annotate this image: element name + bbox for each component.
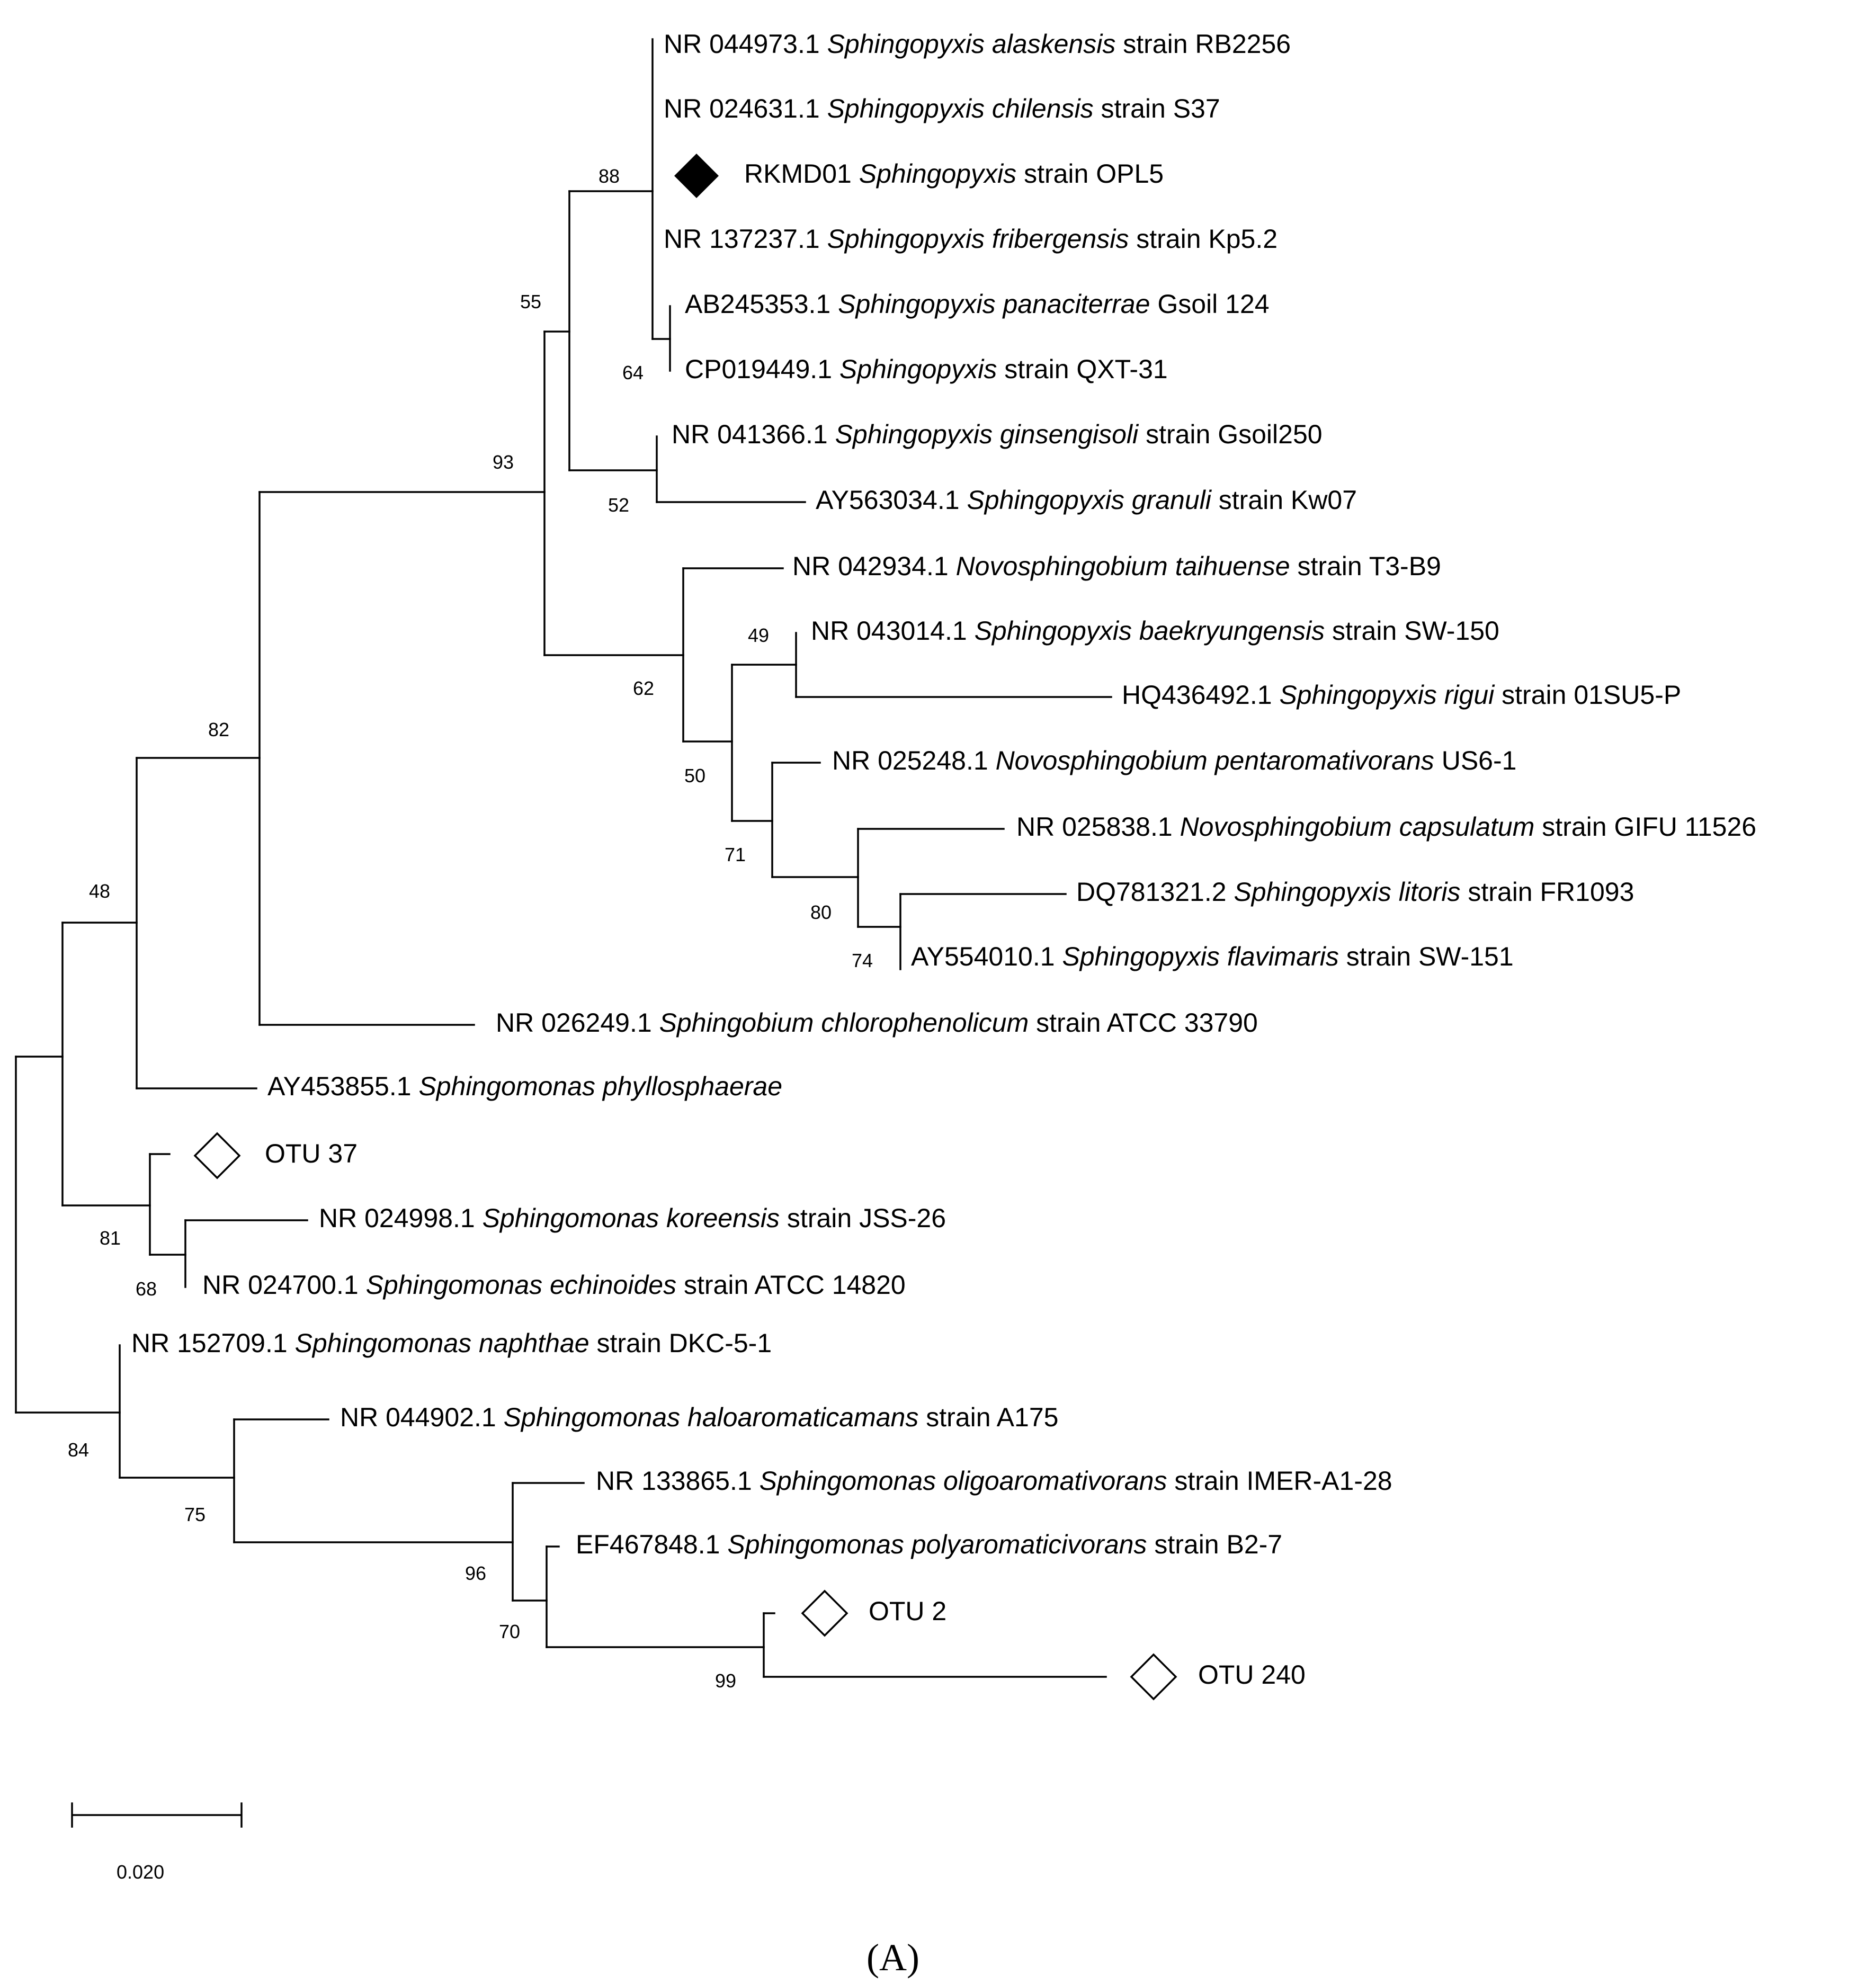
leaf-label: NR 043014.1 Sphingopyxis baekryungensis … <box>811 616 1499 646</box>
leaf-label: HQ436492.1 Sphingopyxis rigui strain 01S… <box>1122 680 1681 710</box>
open-diamond-marker-otu2 <box>801 1589 848 1637</box>
bootstrap-value: 68 <box>136 1278 157 1300</box>
leaf-label-otu37: OTU 37 <box>265 1139 358 1168</box>
bootstrap-value: 74 <box>852 950 873 971</box>
bootstrap-value: 96 <box>465 1562 486 1584</box>
filled-diamond-marker-opl5 <box>674 154 719 198</box>
leaf-label: NR 025248.1 Novosphingobium pentaromativ… <box>832 746 1516 775</box>
bootstrap-value: 62 <box>633 677 654 699</box>
leaf-label: NR 026249.1 Sphingobium chlorophenolicum… <box>496 1008 1258 1038</box>
leaf-label: NR 025838.1 Novosphingobium capsulatum s… <box>1016 812 1756 842</box>
bootstrap-value: 88 <box>598 165 620 187</box>
open-diamond-marker-otu37 <box>193 1132 241 1179</box>
tree-branches <box>15 38 1112 1678</box>
leaf-label: NR 024998.1 Sphingomonas koreensis strai… <box>319 1203 946 1233</box>
scale-bar-label: 0.020 <box>117 1861 164 1883</box>
bootstrap-value: 81 <box>100 1227 121 1249</box>
bootstrap-value: 80 <box>810 901 832 923</box>
leaf-label: NR 041366.1 Sphingopyxis ginsengisoli st… <box>672 419 1323 449</box>
leaf-label: NR 137237.1 Sphingopyxis fribergensis st… <box>664 224 1278 254</box>
tree-markers <box>193 154 1177 1701</box>
leaf-label: DQ781321.2 Sphingopyxis litoris strain F… <box>1076 877 1634 907</box>
leaf-label: NR 044902.1 Sphingomonas haloaromaticama… <box>340 1402 1058 1432</box>
leaf-label: AY563034.1 Sphingopyxis granuli strain K… <box>816 485 1357 515</box>
leaf-label-otu2: OTU 2 <box>869 1596 946 1626</box>
bootstrap-value: 84 <box>68 1439 89 1461</box>
scale-bar-line <box>71 1802 243 1828</box>
scale-bar: 0.020 <box>71 1802 243 1883</box>
bootstrap-value: 93 <box>493 451 514 473</box>
leaf-label: RKMD01 Sphingopyxis strain OPL5 <box>744 159 1164 189</box>
leaf-label: CP019449.1 Sphingopyxis strain QXT-31 <box>685 354 1168 384</box>
bootstrap-value: 71 <box>725 844 746 865</box>
bootstrap-value: 50 <box>684 765 705 787</box>
leaf-label: AY453855.1 Sphingomonas phyllosphaerae <box>267 1071 782 1101</box>
open-diamond-marker-otu240 <box>1130 1653 1177 1701</box>
bootstrap-value: 82 <box>208 719 229 740</box>
bootstrap-value: 49 <box>748 624 769 646</box>
leaf-label: NR 133865.1 Sphingomonas oligoaromativor… <box>596 1466 1392 1496</box>
bootstrap-value: 75 <box>184 1504 206 1525</box>
bootstrap-value: 99 <box>715 1670 736 1692</box>
bootstrap-value: 48 <box>89 880 110 902</box>
bootstrap-labels: 88 55 64 93 52 49 62 50 71 80 74 82 48 8… <box>68 165 873 1692</box>
leaf-label: NR 152709.1 Sphingomonas naphthae strain… <box>131 1328 772 1358</box>
bootstrap-value: 70 <box>499 1621 520 1642</box>
bootstrap-value: 55 <box>520 291 541 312</box>
figure-caption: (A) <box>866 1936 919 1979</box>
leaf-label: NR 024631.1 Sphingopyxis chilensis strai… <box>664 94 1220 123</box>
leaf-label-otu240: OTU 240 <box>1198 1660 1306 1690</box>
bootstrap-value: 52 <box>608 494 629 516</box>
leaf-labels: NR 044973.1 Sphingopyxis alaskensis stra… <box>131 29 1756 1690</box>
leaf-label: NR 024700.1 Sphingomonas echinoides stra… <box>202 1270 906 1300</box>
leaf-label: NR 042934.1 Novosphingobium taihuense st… <box>792 551 1441 581</box>
leaf-label: AB245353.1 Sphingopyxis panaciterrae Gso… <box>685 289 1270 319</box>
leaf-label: AY554010.1 Sphingopyxis flavimaris strai… <box>911 942 1514 971</box>
leaf-label: EF467848.1 Sphingomonas polyaromaticivor… <box>576 1530 1282 1559</box>
leaf-label: NR 044973.1 Sphingopyxis alaskensis stra… <box>664 29 1291 59</box>
bootstrap-value: 64 <box>622 362 644 383</box>
